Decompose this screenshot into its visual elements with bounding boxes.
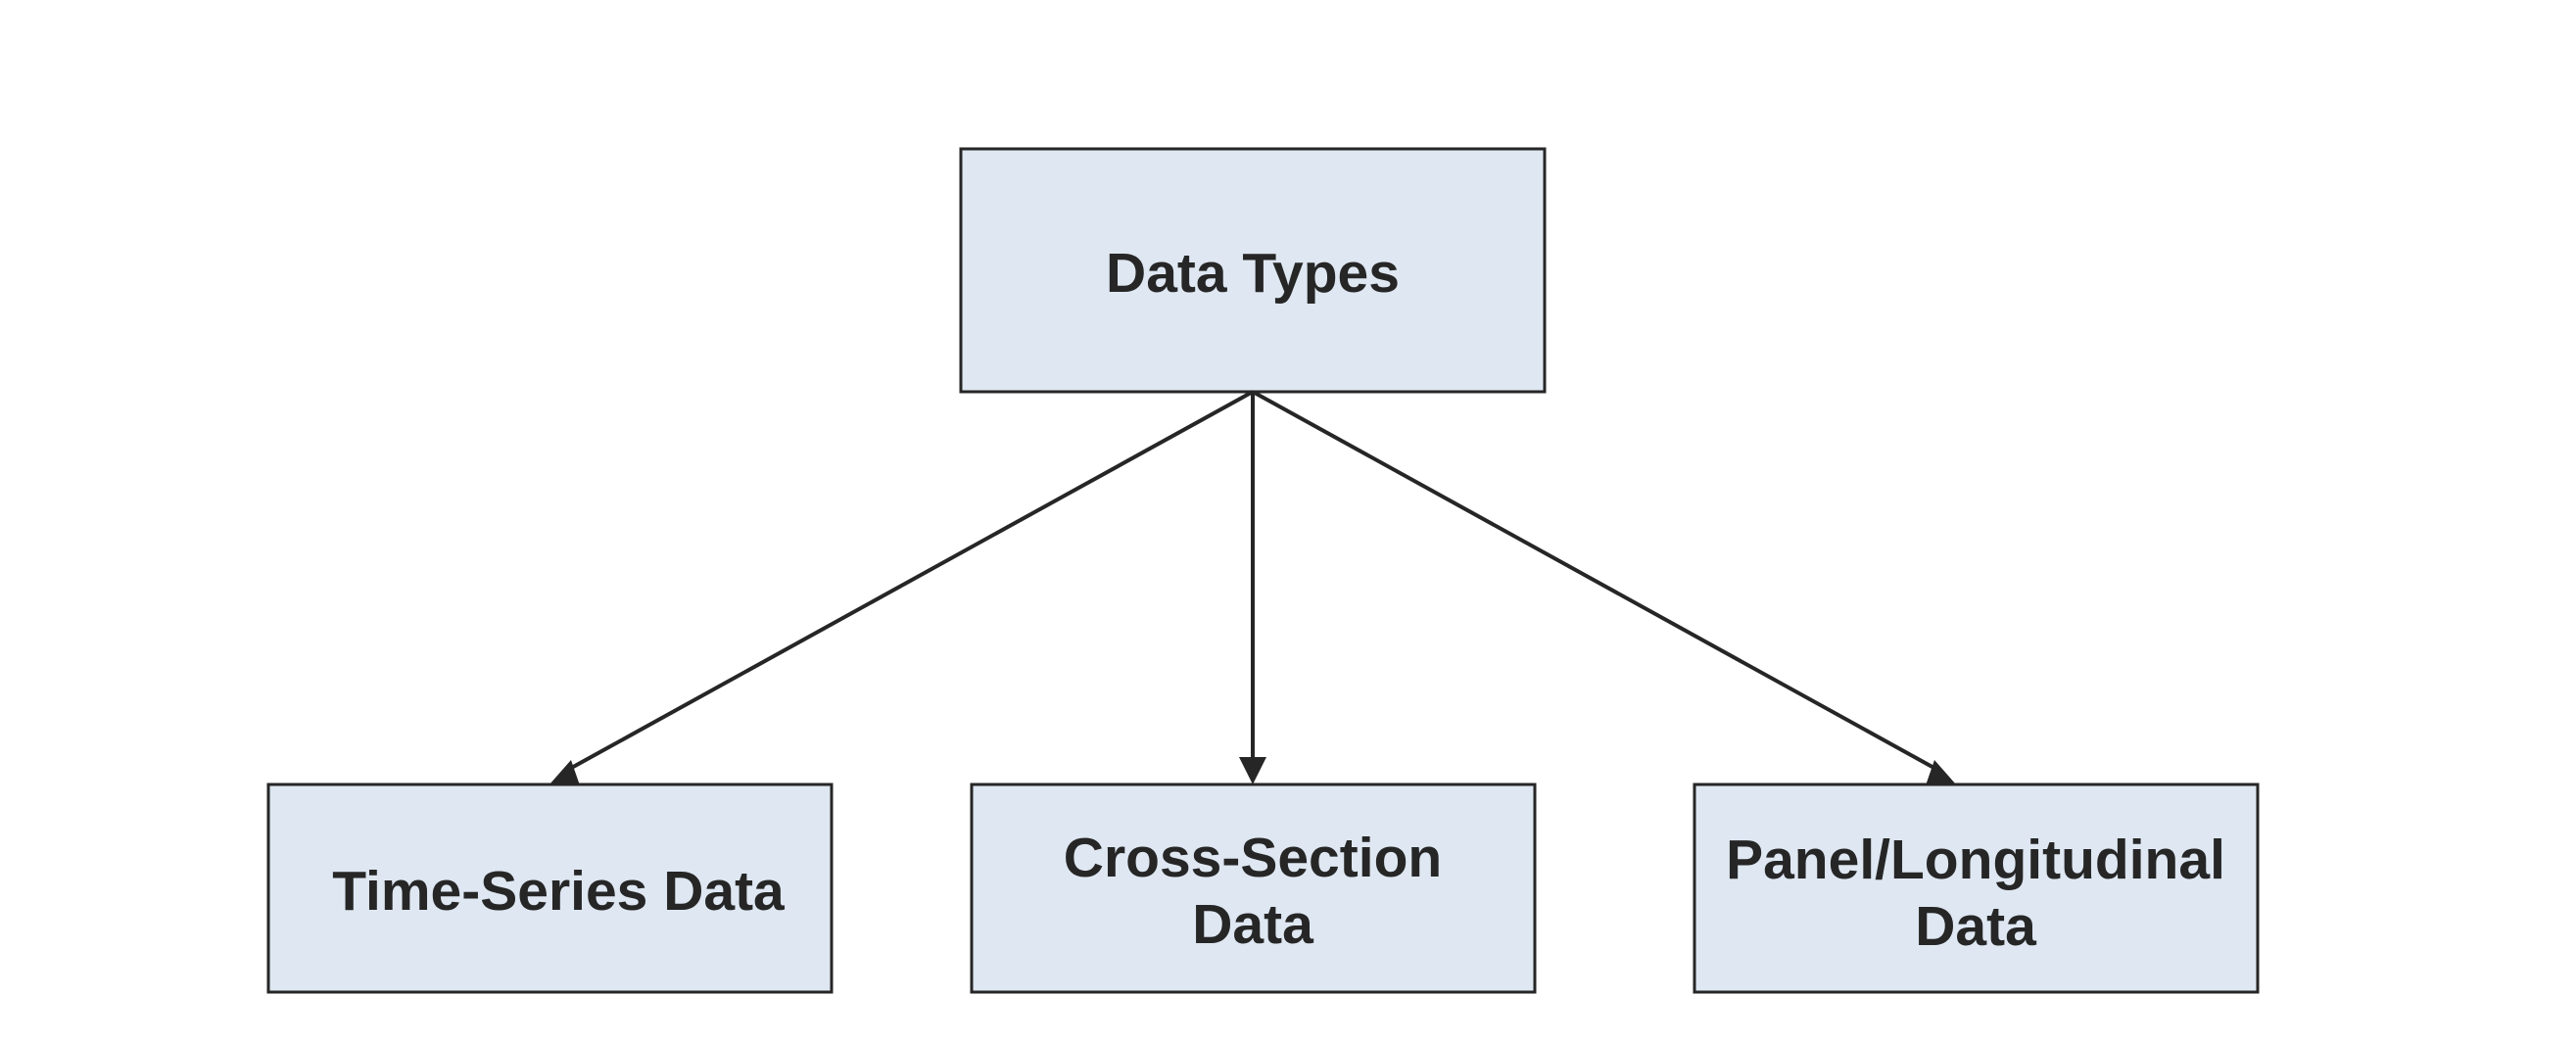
edge-root-to-time-series <box>565 390 1254 773</box>
time-series-box <box>266 783 834 994</box>
cross-section-label-line1: Cross-Section <box>1064 827 1442 889</box>
arrowhead-time-series <box>549 760 580 785</box>
edge-root-to-panel <box>1252 390 1940 773</box>
root-node-label: Data Types <box>1106 242 1400 305</box>
panel-label-line1: Panel/Longitudinal <box>1726 829 2225 891</box>
root-node: Data Types <box>959 147 1547 394</box>
cross-section-box <box>970 783 1537 994</box>
child-node-cross-section: Cross-Section Data <box>970 783 1537 994</box>
edges <box>549 390 1956 785</box>
panel-box <box>1693 783 2260 994</box>
child-node-panel: Panel/Longitudinal Data <box>1693 783 2260 994</box>
panel-label-line2: Data <box>1915 895 2037 958</box>
arrowhead-panel <box>1926 760 1956 785</box>
cross-section-label-line2: Data <box>1192 893 1314 956</box>
arrowhead-cross-section <box>1239 757 1266 784</box>
time-series-label: Time-Series Data <box>332 860 786 923</box>
child-node-time-series: Time-Series Data <box>266 783 834 994</box>
root-node-box <box>959 147 1547 394</box>
